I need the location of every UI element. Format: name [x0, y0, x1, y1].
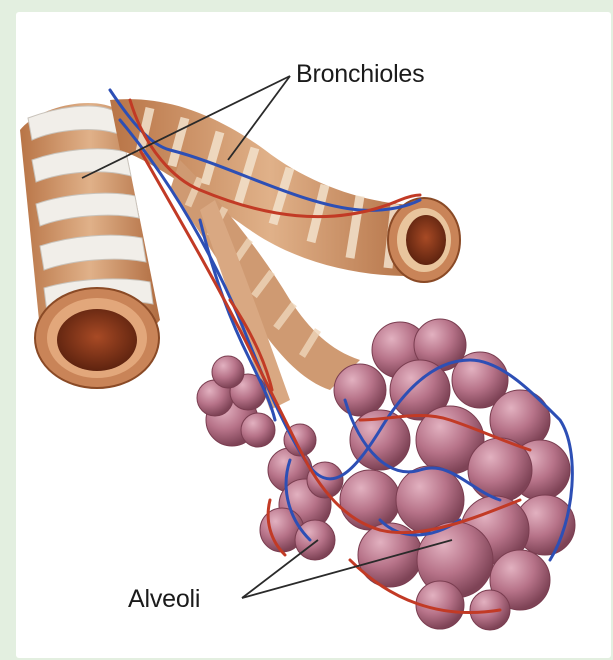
bronchioles-label: Bronchioles [296, 60, 424, 89]
alveoli-label: Alveoli [128, 585, 200, 614]
